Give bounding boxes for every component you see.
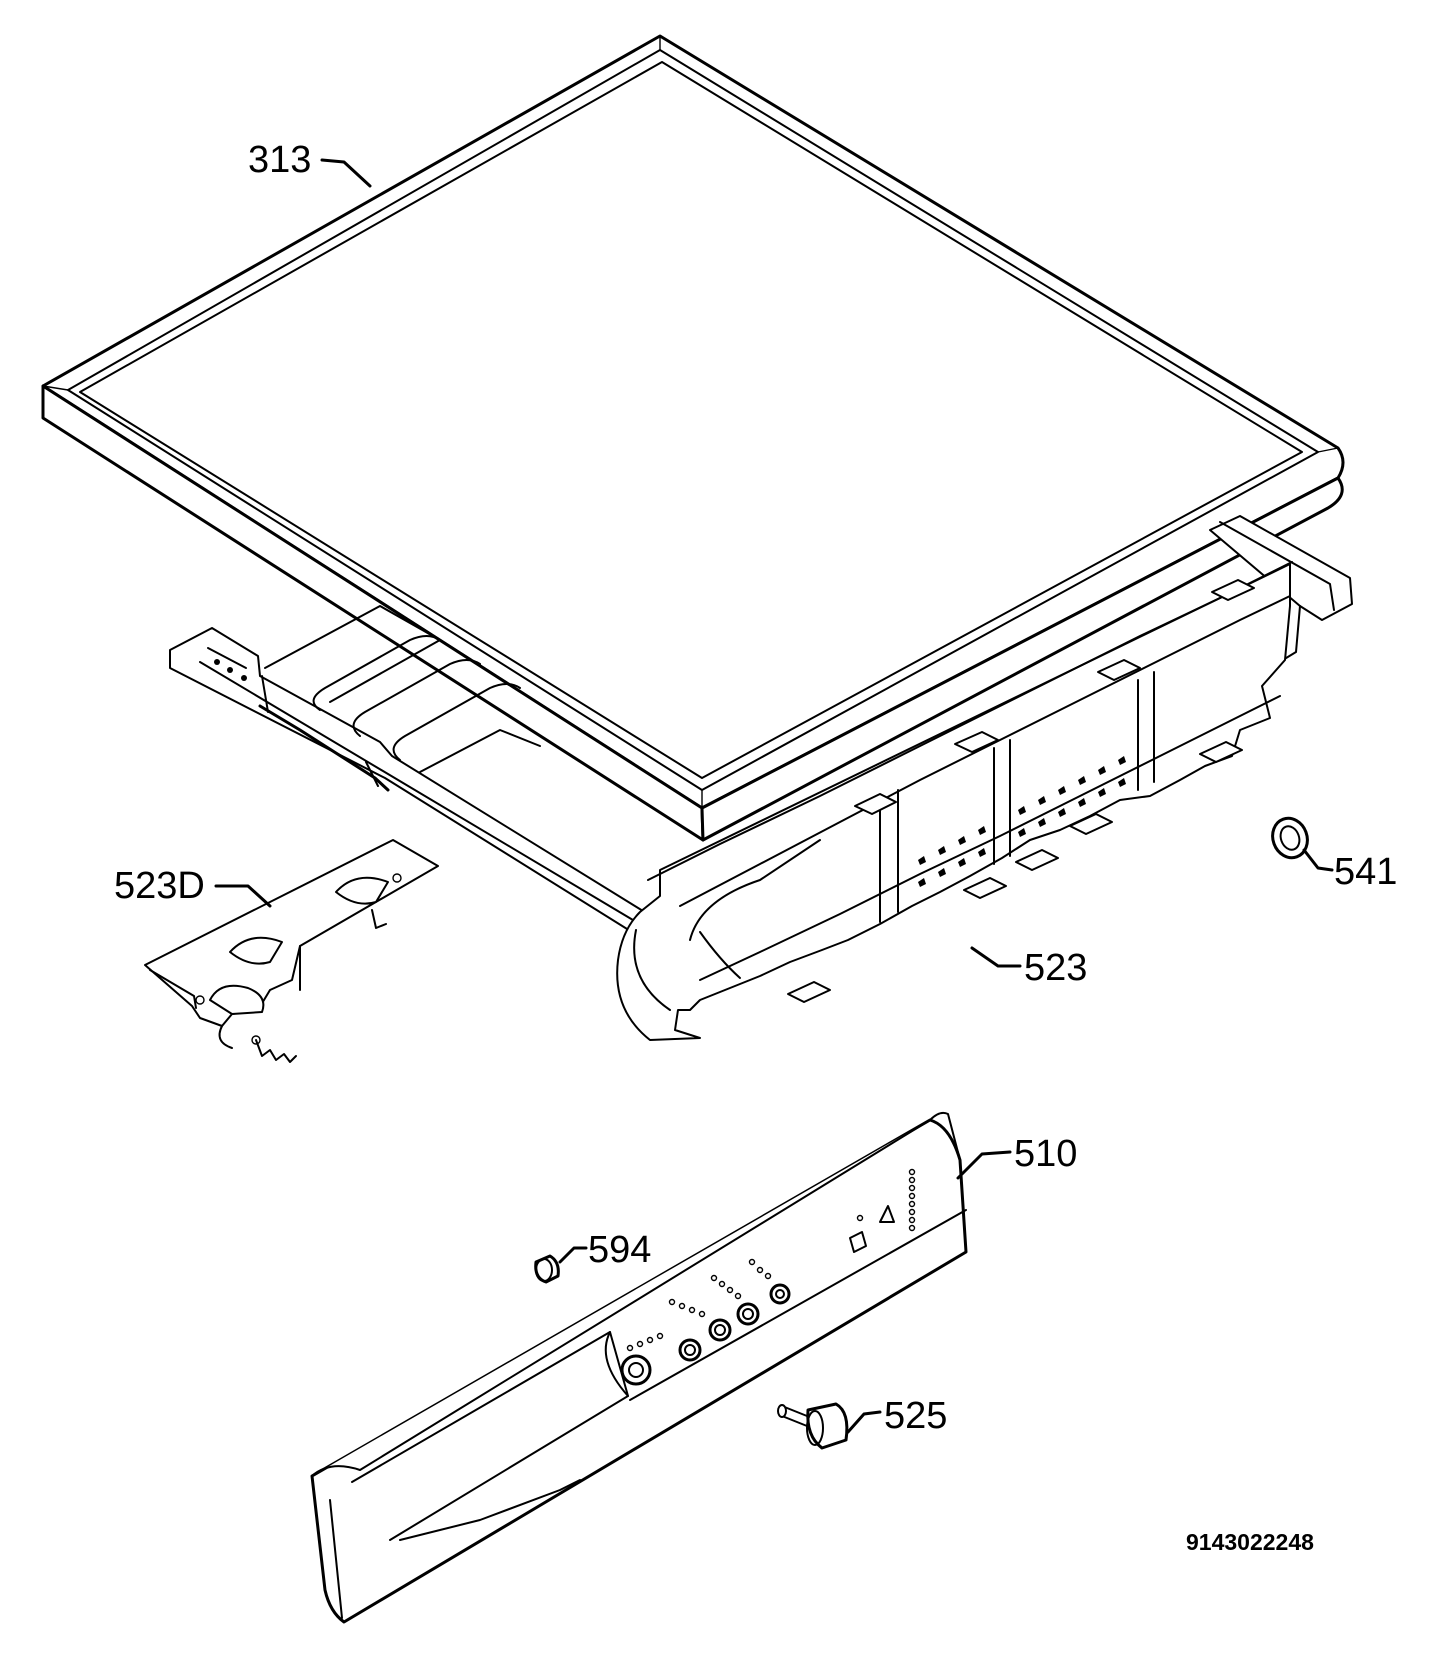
callout-313: 313 (248, 139, 311, 181)
bracket-523D (144, 839, 439, 1063)
callout-523D: 523D (114, 865, 205, 907)
control-panel-510 (310, 1111, 968, 1624)
callout-510: 510 (1014, 1133, 1077, 1175)
knob-525 (777, 1402, 849, 1450)
knob-594 (534, 1254, 560, 1284)
panel-knobs (620, 1205, 895, 1386)
leader-lines (214, 158, 1334, 1434)
panel-indicators (626, 1168, 916, 1352)
callout-525: 525 (884, 1395, 947, 1437)
callout-594: 594 (588, 1229, 651, 1271)
frame-perforations (918, 756, 1126, 887)
top-cover-313 (41, 34, 1345, 842)
frame-523 (169, 515, 1353, 1041)
seal-541 (1271, 816, 1309, 860)
drawing-number: 9143022248 (1186, 1529, 1314, 1555)
callout-523: 523 (1024, 947, 1087, 989)
callout-541: 541 (1334, 851, 1397, 893)
frame-slots (787, 579, 1255, 1003)
